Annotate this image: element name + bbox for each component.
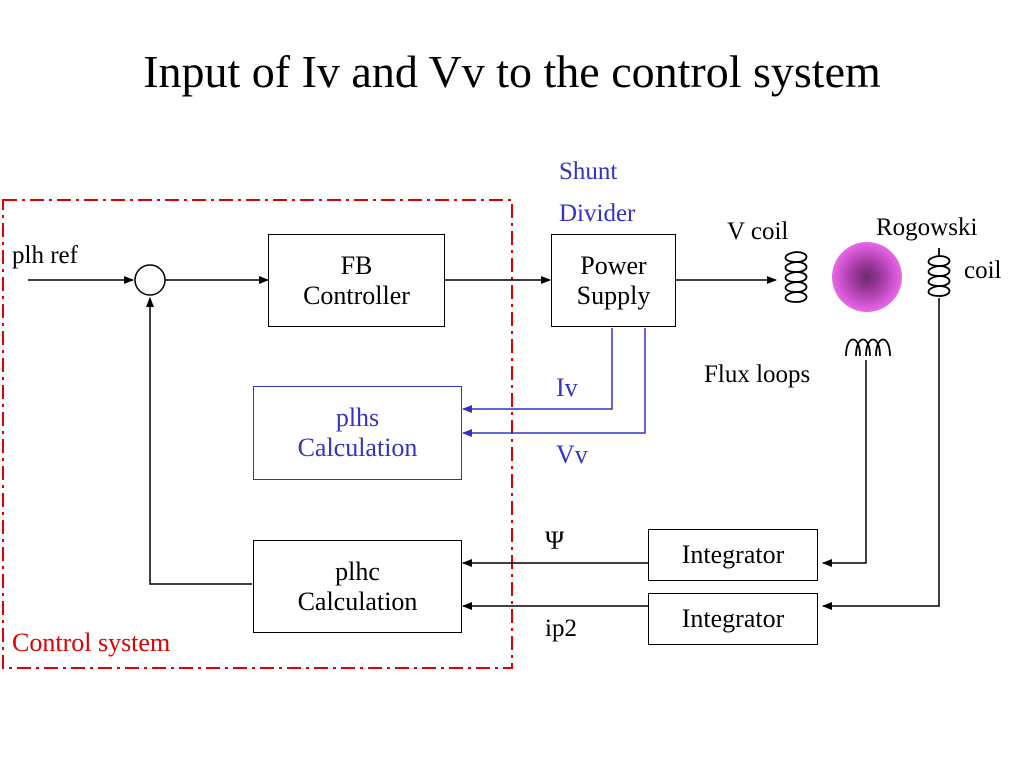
plhc-calculation-line2: Calculation [297, 586, 418, 616]
page-title: Input of Iv and Vv to the control system [143, 46, 881, 97]
vv-signal-arrow [462, 328, 646, 437]
plhs-calculation-line1: plhs [335, 403, 380, 432]
integrator-bottom-label: Integrator [681, 604, 785, 633]
shunt-divider-label-line1: Shunt [559, 158, 618, 185]
power-supply-box: Power Supply [551, 234, 676, 327]
shunt-divider-label-line2: Divider [559, 200, 636, 227]
ip2-label: ip2 [545, 615, 577, 642]
plasma-icon [832, 242, 902, 312]
plhc-calculation-line1: plhc [335, 556, 380, 586]
iv-label: Iv [556, 373, 578, 402]
psi-label: Ψ [545, 526, 565, 555]
v-coil-label: V coil [727, 218, 789, 245]
rogowski-label-line1: Rogowski [876, 214, 978, 241]
plhs-calculation-box: plhs Calculation [253, 386, 462, 480]
control-system-boundary [2, 199, 513, 669]
v-coil-icon [784, 251, 808, 303]
vv-label: Vv [556, 440, 588, 469]
plh-ref-label: plh ref [12, 242, 78, 269]
fb-controller-line2: Controller [303, 280, 410, 310]
rogowski-label-line2: coil [964, 257, 1002, 284]
flux-loops-label: Flux loops [704, 361, 811, 388]
fb-controller-line1: FB [340, 250, 373, 280]
power-supply-line2: Supply [576, 280, 651, 310]
feedback-arrow [146, 297, 252, 585]
control-system-label: Control system [12, 628, 171, 657]
summing-junction [134, 264, 166, 296]
flux-loops-icon [845, 338, 891, 357]
flux-loop-wire [822, 360, 867, 567]
fb-controller-box: FB Controller [268, 234, 445, 327]
integrator-top-box: Integrator [648, 529, 818, 581]
power-supply-line1: Power [580, 250, 647, 280]
rogowski-wire [822, 298, 940, 610]
plhs-calculation-line2: Calculation [297, 433, 418, 462]
iv-signal-arrow [462, 328, 613, 413]
integrator-top-label: Integrator [681, 540, 785, 569]
rogowski-coil-icon [927, 248, 951, 297]
integrator-bottom-box: Integrator [648, 593, 818, 645]
plhc-calculation-box: plhc Calculation [253, 540, 462, 633]
